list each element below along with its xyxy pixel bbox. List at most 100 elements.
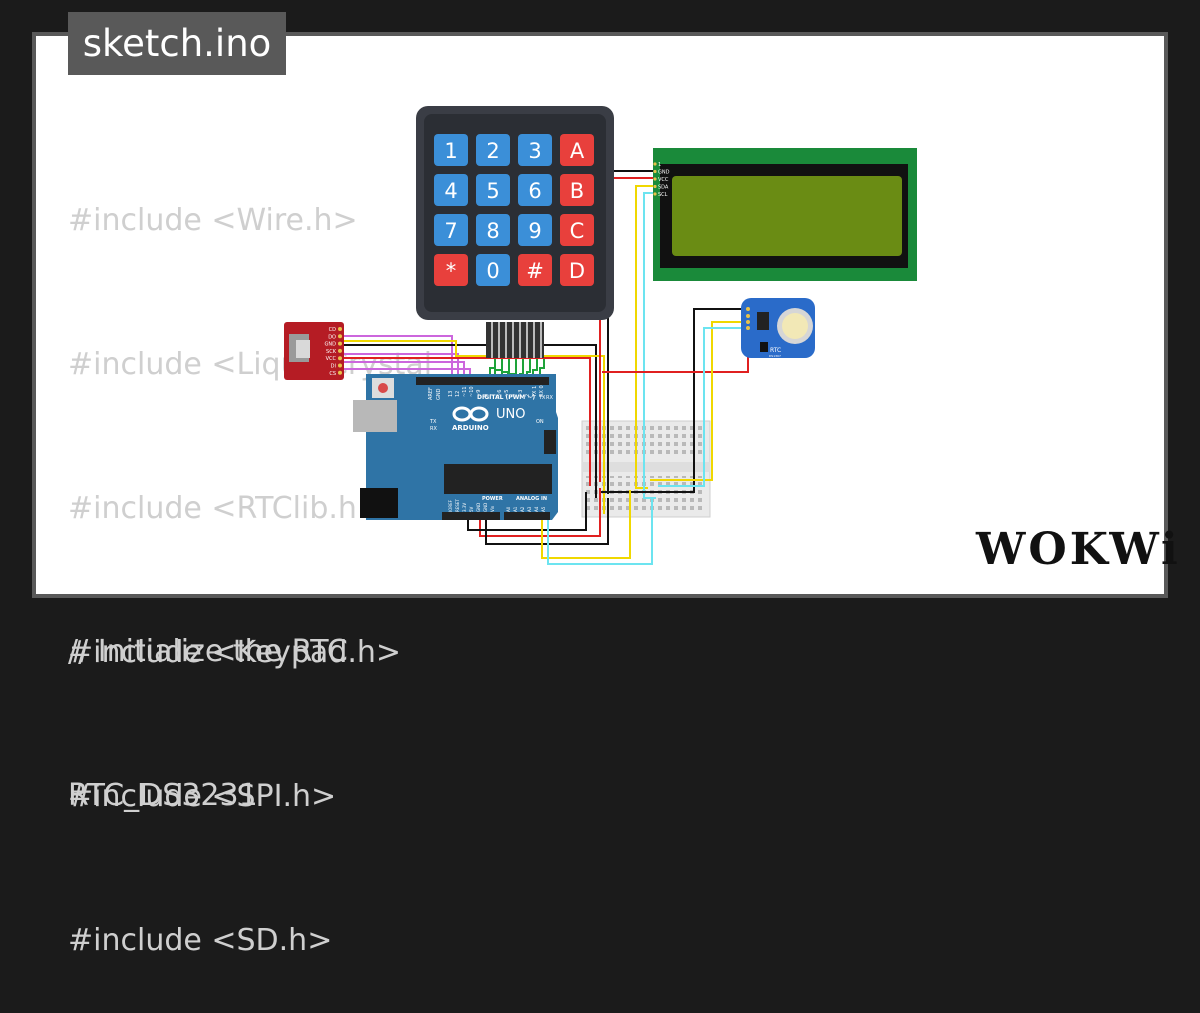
keypad-key-label: 6 (528, 179, 541, 203)
digital-pin-label: 7 (490, 394, 496, 397)
keypad-key[interactable]: 5 (476, 174, 510, 206)
digital-pin-label: 8 (483, 394, 489, 397)
wokwi-logo: WOKWi (976, 524, 1181, 575)
keypad-key-label: 2 (486, 139, 499, 163)
code-comment: // Initialize the RTC (68, 634, 348, 669)
code-line-partial: RTC_DS3231 (68, 778, 258, 813)
rtc-module[interactable]: RTC DS1307 (741, 298, 815, 358)
digital-pin-label: ~3 (518, 390, 524, 397)
sd-pin (338, 327, 342, 331)
keypad-key-label: 4 (444, 179, 457, 203)
keypad-key[interactable]: D (560, 254, 594, 286)
power-pin-label: GND (483, 503, 488, 512)
arduino-a4-wire (541, 490, 631, 559)
keypad-key-label: 3 (528, 139, 541, 163)
keypad-key-label: 8 (486, 219, 499, 243)
analog-label: ANALOG IN (516, 496, 547, 502)
arduino-gnd2-wire (467, 492, 587, 531)
sd-gnd-wire (344, 344, 597, 498)
digital-pin-label: 13 (448, 391, 454, 397)
keypad-key[interactable]: 8 (476, 214, 510, 246)
keypad-key[interactable]: 1 (434, 134, 468, 166)
power-pin-label: 5V (469, 506, 474, 512)
keypad-key-label: A (570, 139, 585, 163)
lcd-pin (653, 184, 657, 189)
tx-led-label: TX (429, 419, 437, 425)
code-line: #include <Wire.h> (68, 203, 358, 238)
sd-pin (338, 348, 342, 353)
digital-pin-label: 4 (511, 394, 517, 397)
analog-pin-label: A0 (506, 506, 511, 512)
digital-label: DIGITAL (PWM ~) (477, 394, 535, 401)
keypad-key[interactable]: 3 (518, 134, 552, 166)
keypad-key[interactable]: 0 (476, 254, 510, 286)
analog-pin-label: A2 (520, 506, 525, 512)
keypad-key[interactable]: 6 (518, 174, 552, 206)
lcd-pin-label: GND (658, 170, 670, 176)
keypad-key[interactable]: B (560, 174, 594, 206)
analog-pin-label: A1 (513, 506, 518, 512)
keypad-key-label: # (526, 259, 544, 283)
keypad-key-label: B (570, 179, 584, 203)
sd-pin (338, 363, 342, 368)
code-line: #include <RTClib.h> (68, 491, 383, 526)
breadboard[interactable] (581, 420, 711, 518)
lcd-pin-label: VCC (658, 177, 669, 183)
digital-pin-label: 12 (455, 391, 461, 397)
sd-pin (338, 370, 342, 375)
keypad-key[interactable]: A (560, 134, 594, 166)
keypad-key[interactable]: 9 (518, 214, 552, 246)
keypad-key-label: C (570, 219, 585, 243)
rtc-scl-wire (658, 327, 748, 487)
rtc-sda-wire (650, 321, 748, 481)
sd-pin (338, 356, 342, 361)
keypad-key[interactable]: * (434, 254, 468, 286)
power-label: POWER (482, 496, 503, 502)
rtc-gnd-wire (600, 308, 748, 493)
digital-pin-label: ~11 (462, 386, 468, 397)
lcd-pin (653, 162, 657, 166)
power-pin-label: 3.3V (462, 503, 467, 512)
arduino-uno[interactable]: DIGITAL (PWM ~) TX RX UNO ARDUINO TX RX … (353, 374, 558, 520)
digital-pin-label: TX 1 (532, 386, 538, 398)
analog-pin-label: A3 (527, 506, 532, 512)
on-led-label: ON (536, 419, 544, 425)
analog-pin-label: A4 (534, 506, 539, 512)
sd-pin-label: DO (328, 334, 336, 340)
lcd-pin-label: SDA (658, 185, 669, 191)
keypad-key[interactable]: 7 (434, 214, 468, 246)
sd-pin-label: CD (329, 327, 336, 333)
lcd-pin (653, 177, 657, 181)
arduino-logo-icon (452, 406, 489, 422)
logo-text: WOKWi (976, 524, 1181, 575)
arduino-a5-wire (547, 498, 653, 565)
keypad-key[interactable]: # (518, 254, 552, 286)
digital-pin-label: ~6 (497, 390, 503, 397)
digital-pin-label: ~9 (476, 390, 482, 397)
keypad-key[interactable]: 4 (434, 174, 468, 206)
keypad-key-label: 5 (486, 179, 499, 203)
sd-pin-label: SCK (326, 349, 337, 355)
lcd-pin-label: SCL (658, 192, 668, 198)
lcd-scl-wire (643, 192, 656, 499)
power-pin-label: Vin (490, 505, 495, 512)
power-pin-label: IOREF (448, 499, 453, 512)
wires (344, 170, 749, 565)
code-line: #include <SD.h> (68, 923, 333, 958)
rtc-vcc-wire (602, 316, 749, 373)
rtc-label: RTC (770, 347, 781, 354)
analog-pin-label: A5 (541, 506, 546, 512)
tx-pin-label: TX (538, 395, 546, 401)
keypad-key[interactable]: 2 (476, 134, 510, 166)
keypad-key-label: * (446, 259, 457, 283)
digital-pin-label: ~5 (504, 390, 510, 397)
keypad-key-label: 7 (444, 219, 457, 243)
sd-pin-label: GND (325, 342, 337, 348)
keypad-key[interactable]: C (560, 214, 594, 246)
file-title-tab[interactable]: sketch.ino (68, 12, 286, 75)
rtc-sublabel: DS1307 (769, 354, 781, 358)
